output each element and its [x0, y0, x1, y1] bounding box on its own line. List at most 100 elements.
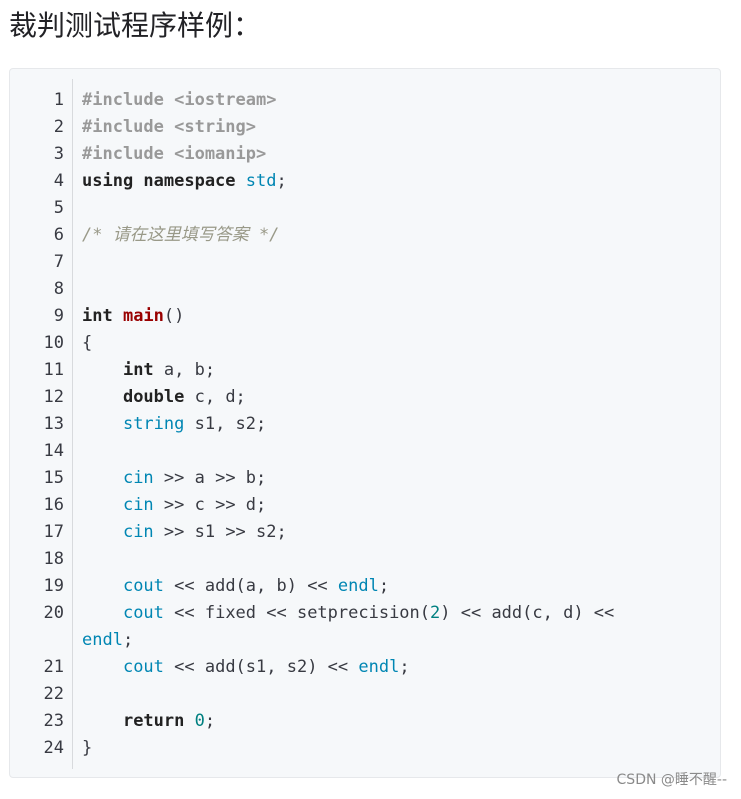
line-number: 6 [53, 225, 64, 245]
code-token: ; [378, 576, 390, 596]
line-number: 17 [43, 522, 64, 542]
line-number: 2 [53, 117, 64, 137]
line-source: #include <iomanip> [64, 141, 266, 168]
code-token: using namespace [82, 171, 246, 191]
code-token [82, 711, 123, 731]
code-line: 14 [10, 438, 614, 465]
line-source: #include <iostream> [64, 87, 276, 114]
line-number: 11 [43, 360, 64, 380]
code-token: { [82, 333, 93, 353]
line-source: #include <string> [64, 114, 256, 141]
line-source [64, 195, 82, 222]
line-source: return 0; [64, 708, 215, 735]
code-token: << add(s1, s2) << [163, 657, 359, 677]
code-token: 2 [430, 603, 441, 623]
line-number: 20 [43, 603, 64, 623]
code-line: 6 /* 请在这里填写答案 */ [10, 222, 614, 249]
code-token [82, 603, 123, 623]
line-source [64, 249, 82, 276]
code-line: 21 cout << add(s1, s2) << endl; [10, 654, 614, 681]
line-source: cout << add(s1, s2) << endl; [64, 654, 410, 681]
line-number: 13 [43, 414, 64, 434]
code-line: 22 [10, 681, 614, 708]
line-number-divider [72, 79, 73, 769]
code-token: return [122, 711, 185, 731]
line-number: 12 [43, 387, 64, 407]
page-heading: 裁判测试程序样例： [9, 9, 262, 42]
line-source [64, 546, 82, 573]
code-line: 5 [10, 195, 614, 222]
line-number: 18 [43, 549, 64, 569]
code-token: cin [122, 522, 154, 542]
code-token: s1, s2; [184, 414, 267, 434]
code-token: () [163, 306, 185, 326]
line-source: cout << add(a, b) << endl; [64, 573, 389, 600]
code-line: 18 [10, 546, 614, 573]
code-line: 19 cout << add(a, b) << endl; [10, 573, 614, 600]
code-token: 0 [194, 711, 205, 731]
code-token: int [122, 360, 154, 380]
code-token: endl [337, 576, 379, 596]
code-token: cin [122, 495, 154, 515]
code-token: /* 请在这里填写答案 */ [82, 225, 280, 245]
line-number: 16 [43, 495, 64, 515]
code-line: 8 [10, 276, 614, 303]
code-line: 15 cin >> a >> b; [10, 465, 614, 492]
line-number: 10 [43, 333, 64, 353]
code-token: } [82, 738, 93, 758]
code-token: >> a >> b; [153, 468, 267, 488]
code-line: 17 cin >> s1 >> s2; [10, 519, 614, 546]
code-line: 10 { [10, 330, 614, 357]
code-token: ; [399, 657, 410, 677]
line-source: cin >> a >> b; [64, 465, 266, 492]
code-line-wrap: 0endl; [10, 627, 614, 654]
line-number: 15 [43, 468, 64, 488]
code-line: 2 #include <string> [10, 114, 614, 141]
code-token: double [122, 387, 185, 407]
code-token: c, d; [184, 387, 246, 407]
code-token: cout [122, 657, 164, 677]
line-number: 23 [43, 711, 64, 731]
code-token: ; [122, 630, 134, 650]
code-token: endl [358, 657, 400, 677]
code-token: a, b; [153, 360, 216, 380]
code-line: 16 cin >> c >> d; [10, 492, 614, 519]
code-block[interactable]: 1#include <iostream>2#include <string>3#… [9, 68, 721, 778]
code-token [82, 495, 123, 515]
line-number: 4 [53, 171, 64, 191]
code-line: 7 [10, 249, 614, 276]
line-number: 5 [53, 198, 64, 218]
line-number: 19 [43, 576, 64, 596]
line-source: string s1, s2; [64, 411, 266, 438]
watermark: CSDN @睡不醒-- [616, 772, 727, 788]
line-source [64, 681, 82, 708]
code-token: int [82, 306, 123, 326]
code-line: 20 cout << fixed << setprecision(2) << a… [10, 600, 615, 627]
code-token [82, 522, 123, 542]
code-token: main [122, 306, 164, 326]
code-token [82, 414, 123, 434]
line-source: } [64, 735, 92, 762]
code-line: 12 double c, d; [10, 384, 614, 411]
line-number: 21 [43, 657, 64, 677]
code-token: cout [122, 603, 164, 623]
code-token: #include <iostream> [82, 90, 277, 110]
code-lines: 1#include <iostream>2#include <string>3#… [10, 87, 615, 762]
code-token [82, 387, 123, 407]
code-token [82, 468, 123, 488]
line-number: 8 [53, 279, 64, 299]
code-token: << add(a, b) << [163, 576, 338, 596]
code-token: #include <string> [82, 117, 256, 137]
code-token: ) << add(c, d) << [440, 603, 615, 623]
line-source: cout << fixed << setprecision(2) << add(… [64, 600, 614, 627]
code-token [82, 576, 123, 596]
line-source: using namespace std; [64, 168, 287, 195]
line-source: cin >> c >> d; [64, 492, 266, 519]
line-number: 22 [43, 684, 64, 704]
code-token [82, 360, 123, 380]
code-line: 1#include <iostream> [10, 87, 614, 114]
line-source: endl; [64, 627, 133, 654]
code-token: cin [122, 468, 154, 488]
